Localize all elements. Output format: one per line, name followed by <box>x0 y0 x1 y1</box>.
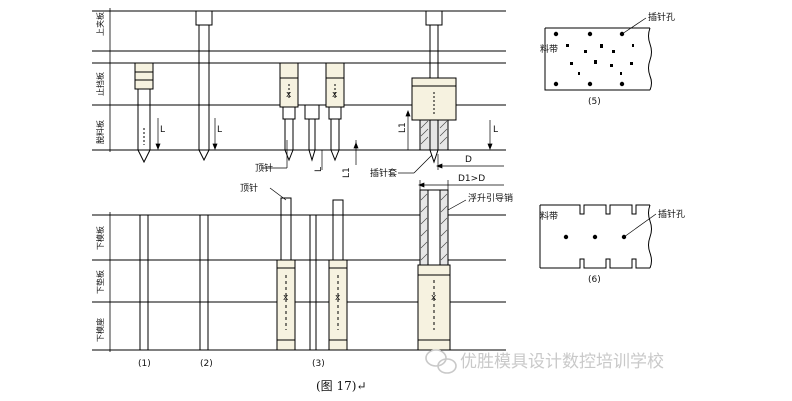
label-lower-base: 下模座 <box>95 318 105 342</box>
pilot-sleeve-leader <box>398 154 433 174</box>
dim-L-2-label: L <box>217 125 222 135</box>
strip-5 <box>544 27 652 91</box>
pilot-2-upper <box>195 10 213 162</box>
ejector-pin-label-1: 顶针 <box>255 162 273 174</box>
strip-5-pilot-hole-label: 插针孔 <box>648 11 675 23</box>
fig-1-label: (1) <box>138 359 151 369</box>
dim-L-1 <box>155 118 161 150</box>
dim-L-2 <box>212 118 218 150</box>
dim-D1-label: D1>D <box>458 174 485 184</box>
upper-plate-dimension-line <box>107 8 113 152</box>
strip-6-label: 料带 <box>540 210 558 222</box>
wechat-logo-icon <box>425 349 457 374</box>
fig-2-label: (2) <box>200 359 213 369</box>
label-stripper: 脱料板 <box>95 120 105 144</box>
dim-L-1-label: L <box>160 125 165 135</box>
fig-6-label: (6) <box>588 275 601 285</box>
pilot-sleeve-upper <box>411 10 457 164</box>
dim-L1-3-label: L1 <box>342 167 352 178</box>
figure-caption: (图 17)↵ <box>316 379 367 393</box>
dim-L1-4-label: L1 <box>398 122 408 133</box>
pilot-assembly-1-upper <box>134 62 154 164</box>
ejector-pin-label-2: 顶针 <box>240 182 258 194</box>
sleeve-hatch <box>420 120 448 145</box>
dim-L-3-label: L <box>314 167 324 172</box>
guide-pin-hatch <box>420 193 448 261</box>
lower-plate-dimension-line <box>107 212 113 352</box>
ejector-pin-leader <box>262 140 288 169</box>
float-guide-pin-leader <box>447 199 467 211</box>
x-mark-lower-1: x <box>283 293 289 303</box>
dim-D <box>436 154 504 170</box>
label-stopper: 止挡板 <box>95 72 105 96</box>
ejector-pin-leader-2 <box>269 187 287 201</box>
x-mark-2: x <box>332 90 338 100</box>
strip-5-leader <box>621 17 647 35</box>
dim-L1-4 <box>404 110 412 151</box>
dim-L-5-label: L <box>493 125 498 135</box>
fig-5-label: (5) <box>588 97 601 107</box>
x-mark-lower-2: x <box>335 293 341 303</box>
strip-6-leader <box>623 213 657 238</box>
label-upper-clamp: 上夹板 <box>95 12 105 36</box>
x-mark-1: x <box>286 90 292 100</box>
watermark-text: 优胜模具设计数控培训学校 <box>460 352 664 372</box>
strip-5-label: 料带 <box>540 43 558 55</box>
dim-L-3 <box>321 140 359 170</box>
dim-D-label: D <box>465 155 472 165</box>
dim-D1 <box>418 180 504 190</box>
strip-5-holes <box>553 31 634 87</box>
ejector-assembly-upper <box>279 62 345 162</box>
strip-6-holes <box>563 234 627 240</box>
strip-6-pilot-hole-label: 插针孔 <box>658 208 685 220</box>
dim-L-5 <box>487 120 493 150</box>
lower-holes <box>139 189 451 351</box>
x-mark-lower-3: x <box>431 293 437 303</box>
strip-6 <box>539 204 652 269</box>
label-lower-pad: 下垫板 <box>95 270 105 294</box>
label-lower-die: 下模板 <box>95 226 105 250</box>
float-guide-pin-label: 浮升引导销 <box>468 192 513 204</box>
fig-3-label: (3) <box>312 359 325 369</box>
pilot-sleeve-label: 插针套 <box>370 167 397 179</box>
watermark: 优胜模具设计数控培训学校 <box>425 349 664 374</box>
